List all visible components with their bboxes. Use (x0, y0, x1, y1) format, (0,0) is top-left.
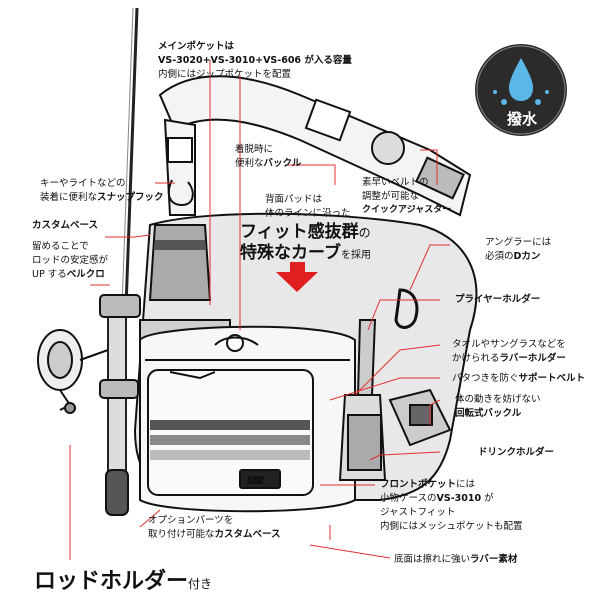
main-pocket-capacity: VS-3020+VS-3010+VS-606 が入る容量 (158, 55, 352, 66)
velcro-line2: ロッドの安定感が (32, 255, 109, 266)
d-ring-line2: 必須のDカン (485, 251, 541, 262)
rod-holder-base (99, 294, 141, 399)
bottom-material-label: 底面は擦れに強いラバー素材 (394, 554, 518, 565)
swivel-buckle-line1: 体の動きを妨げない (455, 394, 541, 405)
front-pocket-line4: 内側にはメッシュポケットも配置 (380, 521, 523, 532)
waterproof-badge (475, 44, 567, 136)
snap-hook-line1: キーやライトなどの (40, 178, 126, 189)
back-pad-line2: 体のラインに沿った (265, 208, 351, 219)
rubber-holder-line2: かけられるラバーホルダー (452, 353, 566, 364)
d-ring-line1: アングラーには (485, 237, 552, 248)
main-pocket-zip: 内側にはジップポケットを配置 (158, 69, 292, 80)
arrow-down-icon (276, 262, 318, 292)
snap-hook-line2: 装着に便利なスナップフック (40, 192, 164, 203)
front-pocket-line2: 小物ケースのVS-3010 が (380, 493, 494, 504)
side-strap (163, 118, 196, 216)
svg-text:LSZ: LSZ (248, 476, 264, 485)
buckle-line2: 便利なバックル (235, 158, 302, 169)
back-pad-emphasis1: フィット感抜群の (240, 222, 371, 242)
buckle-line1: 着脱時に (235, 144, 274, 155)
drink-holder-label: ドリンクホルダー (478, 447, 555, 458)
waterproof-label: 撥水 (506, 110, 537, 128)
custom-base-title: カスタムベース (32, 220, 99, 231)
plier-holder (356, 319, 377, 396)
rubber-holder-line1: タオルやサングラスなどを (452, 339, 566, 350)
rod-holder-title: ロッドホルダー付き (34, 569, 213, 594)
shoulder-strap (158, 75, 472, 217)
front-pocket-line3: ジャストフィット (380, 507, 456, 518)
back-pad-line1: 背面パッドは (265, 194, 323, 205)
swivel-buckle-line2: 回転式バックル (455, 408, 522, 419)
fishing-rod (105, 7, 139, 516)
front-pocket-line1: フロントポケットには (380, 479, 476, 490)
option-parts-line1: オプションパーツを (148, 515, 234, 526)
option-parts-line2: 取り付け可能なカスタムベース (148, 529, 281, 540)
plier-holder-label: プライヤーホルダー (455, 294, 541, 305)
quick-adjuster-line2: 調整が可能な (362, 191, 420, 202)
swivel-buckle (388, 388, 452, 447)
velcro-line1: 留めることで (32, 241, 89, 252)
water-drop-icon (509, 58, 533, 101)
drink-holder (338, 394, 387, 481)
quick-adjuster-line1: 素早いベルトの (362, 177, 429, 188)
support-belt-label: バタつきを防ぐサポートベルト (452, 373, 586, 384)
d-ring (394, 288, 419, 329)
quick-adjuster-line3: クイックアジャスター (362, 205, 452, 215)
back-pad-emphasis2: 特殊なカーブを採用 (240, 243, 371, 263)
velcro-line3: UP するベルクロ (32, 269, 105, 280)
spinning-reel (37, 329, 109, 414)
leader-lines (69, 60, 450, 560)
main-pocket-title: メインポケットは (158, 41, 235, 52)
front-pocket: LSZ (147, 369, 314, 496)
